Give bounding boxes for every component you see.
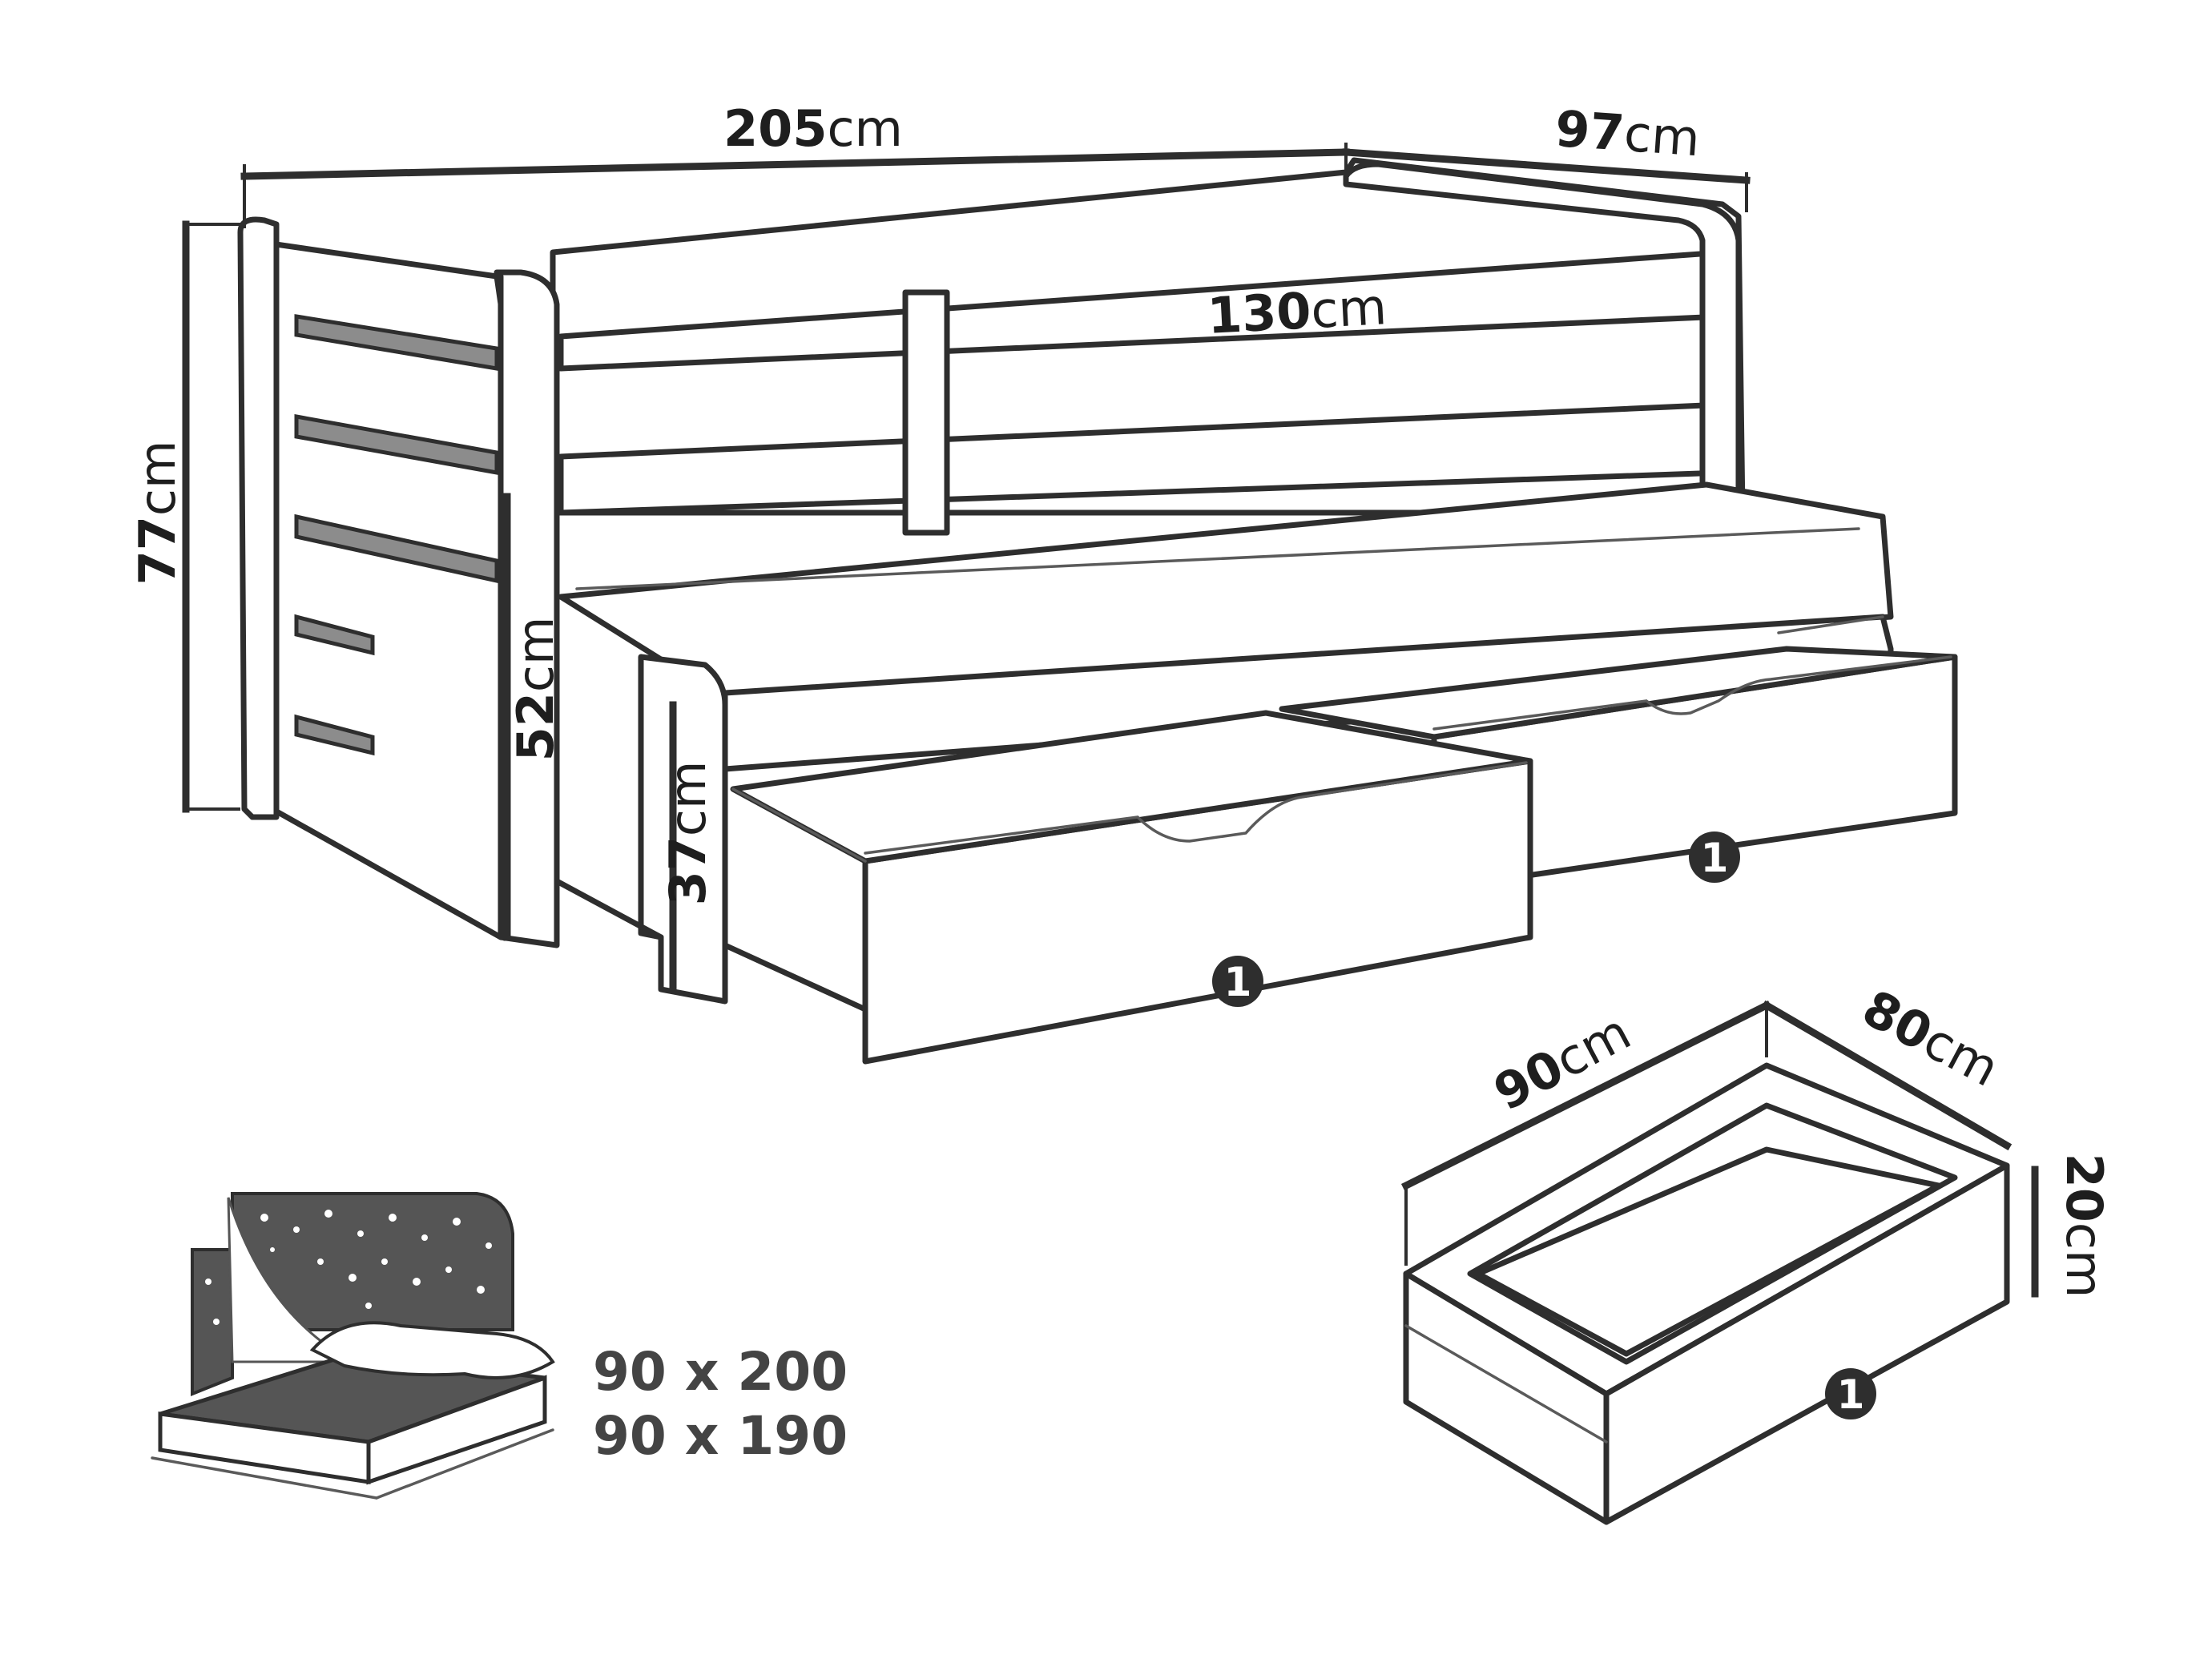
night-sky-panel-side bbox=[191, 1248, 234, 1396]
slot-4 bbox=[294, 614, 375, 656]
mattress-night-sky-icon bbox=[151, 1192, 555, 1500]
label-side-height: 52cm bbox=[506, 617, 565, 762]
stars-icon bbox=[205, 1210, 492, 1325]
label-guard-rail: 130cm bbox=[1206, 277, 1388, 345]
drawer-back-top bbox=[1279, 646, 1958, 740]
mattress-side bbox=[366, 1375, 547, 1485]
dim-line-drawer-length bbox=[1400, 1000, 1772, 1191]
right-headboard bbox=[1343, 161, 1742, 524]
drawer-line-drawing bbox=[1403, 1062, 2010, 1525]
label-trundle-height: 37cm bbox=[659, 761, 717, 906]
drawer-badge: 1 bbox=[1212, 956, 1263, 1007]
deck-edge-line bbox=[575, 527, 1860, 590]
mattress-length-arrow bbox=[151, 1456, 378, 1500]
slot-3 bbox=[294, 513, 499, 584]
night-sky-panel bbox=[231, 1192, 514, 1331]
footboard-left-post bbox=[237, 216, 280, 820]
bed-line-drawing bbox=[237, 157, 1958, 1065]
label-height: 77cm bbox=[128, 441, 187, 586]
label-length: 205cm bbox=[723, 99, 903, 158]
drawer-front-handle-line bbox=[864, 761, 1528, 855]
trundle-base-line bbox=[722, 942, 868, 1013]
svg-text:1: 1 bbox=[1701, 835, 1729, 881]
mattress-size-2: 90 x 190 bbox=[593, 1405, 848, 1467]
dim-line-drawer-depth bbox=[1761, 1000, 2013, 1151]
label-drawer-height: 20cm bbox=[2055, 1154, 2113, 1299]
base-line bbox=[554, 878, 664, 940]
drawer-side-detail bbox=[1404, 1324, 1608, 1444]
drawer-back-handle-line bbox=[1432, 655, 1952, 731]
drawer-front-side-line bbox=[731, 787, 867, 863]
svg-text:1: 1 bbox=[1837, 1371, 1865, 1418]
dim-line-length bbox=[240, 148, 1350, 180]
drawer-bottom bbox=[1475, 1146, 1942, 1357]
drawer-front-face bbox=[1603, 1162, 2010, 1525]
mattress-size-1: 90 x 200 bbox=[593, 1341, 848, 1403]
slot-1 bbox=[294, 314, 499, 371]
slot-2 bbox=[294, 414, 499, 475]
slot-5 bbox=[294, 714, 375, 756]
dim-line-depth bbox=[1342, 148, 1751, 184]
drawer-badge: 1 bbox=[1825, 1368, 1876, 1419]
label-drawer-depth: 80cm bbox=[1853, 978, 2009, 1097]
trundle-front-leg bbox=[638, 654, 728, 1005]
guard-rail-post bbox=[902, 289, 950, 536]
main-dimension-lines bbox=[182, 143, 1751, 993]
label-depth: 97cm bbox=[1553, 99, 1702, 167]
drawer-badge: 1 bbox=[1689, 832, 1740, 883]
mattress-width-arrow bbox=[375, 1428, 554, 1500]
svg-text:1: 1 bbox=[1224, 959, 1252, 1005]
footboard-right-post bbox=[494, 269, 560, 948]
drawer-dimension-lines bbox=[1400, 1000, 2039, 1298]
trundle-detail-line bbox=[1777, 615, 1884, 634]
pillow-icon bbox=[309, 1321, 555, 1379]
